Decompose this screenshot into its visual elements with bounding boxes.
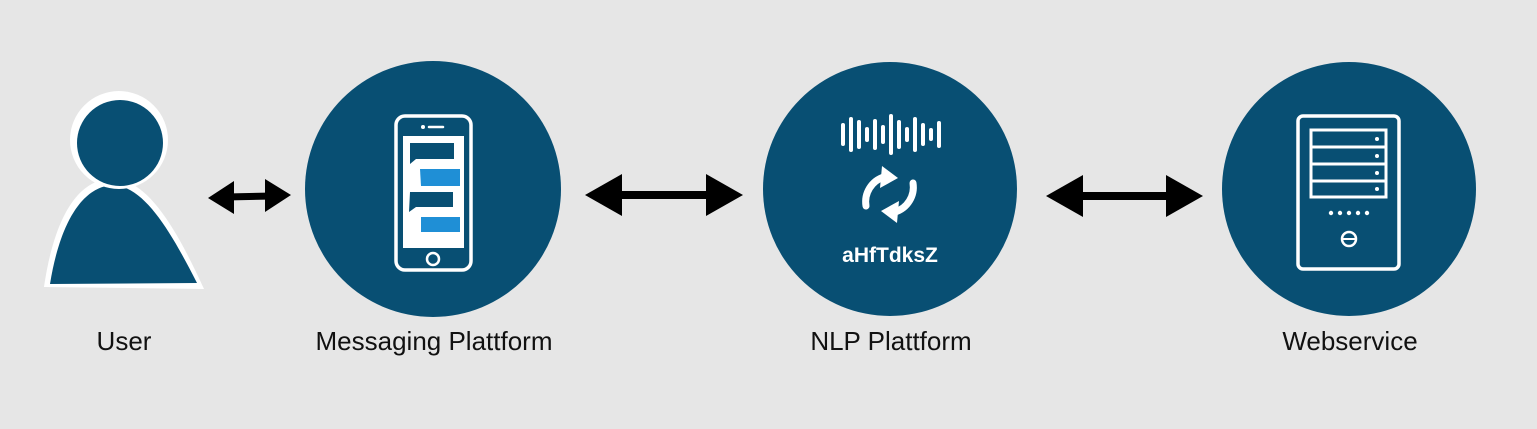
messaging-label: Messaging Plattform <box>315 326 553 356</box>
server-icon <box>1296 114 1401 271</box>
sync-icon <box>862 166 917 223</box>
sound-wave-icon <box>841 114 941 155</box>
arrow-nlp-webservice <box>1046 175 1203 217</box>
nlp-node: aHfTdksZ <box>763 62 1017 316</box>
user-head <box>77 100 163 186</box>
user-label: User <box>96 326 152 356</box>
arrow-messaging-nlp <box>585 174 743 216</box>
webservice-label: Webservice <box>1282 326 1418 356</box>
arrow-user-messaging <box>208 179 291 214</box>
smartphone-chat-icon <box>394 114 473 272</box>
nlp-caption: aHfTdksZ <box>842 244 938 267</box>
user-body-fill <box>50 186 197 284</box>
person-icon <box>44 91 204 289</box>
webservice-circle <box>1222 62 1476 316</box>
webservice-node <box>1222 62 1476 316</box>
nlp-label: NLP Plattform <box>810 326 972 356</box>
nlp-circle <box>763 62 1017 316</box>
messaging-node <box>305 61 561 317</box>
